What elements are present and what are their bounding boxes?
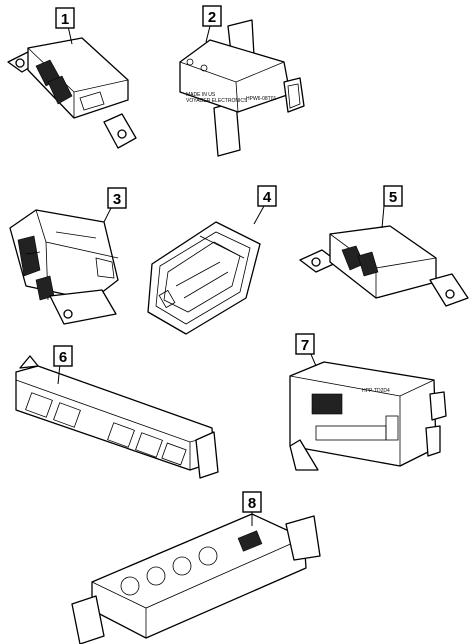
module-8	[71, 512, 321, 644]
callout-2-label: 2	[208, 9, 216, 26]
callout-3: 3	[107, 187, 127, 209]
module-2: MADE IN US VOYAGER ELECTRONICS HPW6-08T0…	[179, 19, 305, 157]
module-1	[7, 25, 137, 149]
callout-8: 8	[242, 491, 262, 513]
module-4	[147, 205, 265, 335]
module-5	[299, 205, 469, 307]
module-7: HPP-TD2D4	[289, 351, 447, 471]
module-2-label-manufacturer: VOYAGER ELECTRONICS	[186, 98, 248, 104]
callout-6: 6	[53, 345, 73, 367]
callout-3-label: 3	[113, 191, 121, 208]
callout-5-label: 5	[389, 189, 397, 206]
callout-5: 5	[383, 185, 403, 207]
callout-2: 2	[202, 5, 222, 27]
callout-1-label: 1	[61, 11, 69, 28]
callout-4-label: 4	[263, 189, 272, 206]
module-6	[15, 355, 219, 479]
callout-6-label: 6	[59, 349, 67, 366]
callout-1: 1	[55, 7, 75, 29]
callout-7: 7	[295, 333, 315, 355]
callout-4: 4	[257, 185, 277, 207]
callout-8-label: 8	[248, 495, 256, 512]
module-3	[9, 205, 119, 325]
module-7-part-number: HPP-TD2D4	[362, 388, 390, 394]
callout-7-label: 7	[301, 337, 309, 354]
module-2-label-made-in: MADE IN US	[186, 92, 216, 98]
module-2-part-number: HPW6-08T01-	[246, 96, 278, 102]
